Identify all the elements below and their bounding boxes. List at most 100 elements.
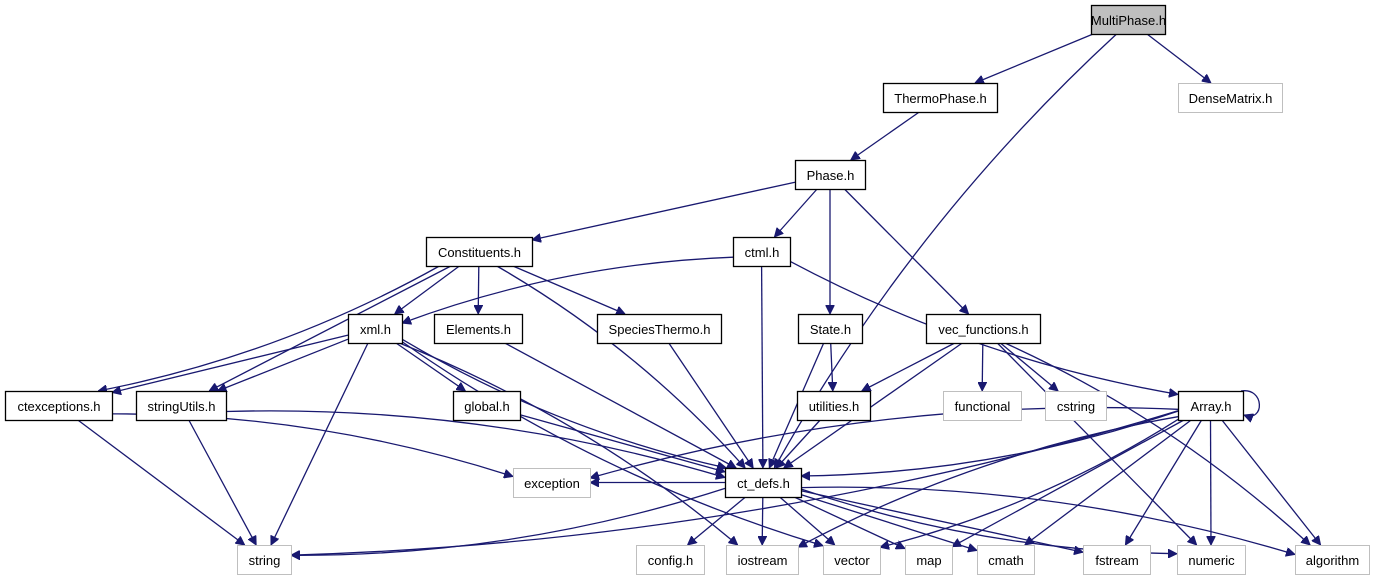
edge-stringUtils-to-ct_defs	[225, 410, 725, 478]
node-label: cmath	[988, 553, 1023, 568]
node-box	[596, 313, 723, 345]
node-label: ctml.h	[745, 245, 780, 260]
node-label: ThermoPhase.h	[894, 91, 987, 106]
node-stringutils[interactable]: stringUtils.h	[135, 390, 228, 422]
edge-Phase-to-ctml	[774, 188, 818, 237]
node-state[interactable]: State.h	[797, 313, 864, 345]
node-box	[977, 545, 1035, 575]
node-multiphase[interactable]: MultiPhase.h	[1090, 4, 1167, 36]
edge-Phase-to-Constituents	[532, 181, 796, 240]
edge-Array-to-Array	[1240, 390, 1261, 416]
node-box	[724, 467, 803, 499]
edge-Constituents-to-ct_defs	[496, 265, 745, 468]
edge-ct_defs-to-iostream	[762, 496, 763, 545]
node-cmath: cmath	[977, 545, 1035, 575]
node-cstring: cstring	[1045, 391, 1107, 421]
node-box	[513, 468, 591, 498]
node-box	[823, 545, 881, 575]
node-box	[237, 545, 292, 575]
node-label: global.h	[464, 399, 510, 414]
node-ctexceptions[interactable]: ctexceptions.h	[4, 390, 114, 422]
node-constituents[interactable]: Constituents.h	[425, 236, 534, 268]
edge-State-to-ct_defs	[769, 342, 825, 468]
node-box	[796, 390, 872, 422]
node-label: ctexceptions.h	[17, 399, 100, 414]
node-label: stringUtils.h	[148, 399, 216, 414]
edge-SpeciesThermo-to-ct_defs	[668, 342, 753, 468]
node-iostream: iostream	[726, 545, 799, 575]
node-string: string	[237, 545, 292, 575]
node-label: SpeciesThermo.h	[609, 322, 711, 337]
edge-Elements-to-ct_defs	[504, 342, 736, 469]
edge-vec_functions-to-cstring	[999, 342, 1058, 391]
node-box	[925, 313, 1042, 345]
edge-vec_functions-to-functional	[982, 342, 983, 391]
edge-MultiPhase-to-DenseMatrix	[1146, 33, 1211, 83]
node-utilities[interactable]: utilities.h	[796, 390, 872, 422]
node-thermophase[interactable]: ThermoPhase.h	[882, 82, 999, 114]
node-array[interactable]: Array.h	[1177, 390, 1245, 422]
edge-ctexceptions-to-exception	[111, 413, 513, 477]
edge-xml-to-ct_defs	[401, 338, 727, 468]
node-box	[726, 545, 799, 575]
edge-ctml-to-xml	[402, 256, 734, 323]
node-label: utilities.h	[809, 399, 860, 414]
node-label: algorithm	[1306, 553, 1359, 568]
edge-Array-to-fstream	[1124, 419, 1203, 545]
edge-ct_defs-to-string	[291, 487, 726, 555]
edge-Array-to-cmath	[1025, 419, 1192, 545]
node-vec-functions[interactable]: vec_functions.h	[925, 313, 1042, 345]
node-numeric: numeric	[1177, 545, 1246, 575]
edge-vec_functions-to-numeric	[996, 342, 1196, 545]
node-label: config.h	[648, 553, 694, 568]
node-ct-defs[interactable]: ct_defs.h	[724, 467, 803, 499]
edge-Array-to-string	[291, 410, 1179, 555]
node-functional: functional	[943, 391, 1022, 421]
node-config: config.h	[636, 545, 705, 575]
node-global[interactable]: global.h	[452, 390, 522, 422]
node-exception: exception	[513, 468, 591, 498]
edge-Constituents-to-SpeciesThermo	[512, 265, 625, 314]
edge-global-to-ct_defs	[519, 414, 725, 472]
edge-Array-to-vector	[880, 418, 1179, 547]
node-label: vector	[834, 553, 870, 568]
node-label: fstream	[1095, 553, 1138, 568]
node-speciesthermo[interactable]: SpeciesThermo.h	[596, 313, 723, 345]
node-box	[1083, 545, 1151, 575]
edge-ct_defs-to-numeric	[800, 488, 1177, 554]
node-box	[425, 236, 534, 268]
edge-ThermoPhase-to-Phase	[851, 111, 920, 160]
node-ctml[interactable]: ctml.h	[732, 236, 792, 268]
node-label: numeric	[1188, 553, 1235, 568]
edge-ct_defs-to-fstream	[800, 490, 1083, 552]
node-box	[347, 313, 404, 345]
edge-Array-to-numeric	[1211, 419, 1212, 545]
node-label: Phase.h	[807, 168, 855, 183]
node-label: string	[249, 553, 281, 568]
node-xml[interactable]: xml.h	[347, 313, 404, 345]
node-box	[1045, 391, 1107, 421]
node-box	[135, 390, 228, 422]
edge-xml-to-stringUtils	[218, 338, 349, 391]
edge-Constituents-to-Elements	[478, 265, 479, 314]
node-vector: vector	[823, 545, 881, 575]
node-box	[4, 390, 114, 422]
node-densematrix: DenseMatrix.h	[1178, 83, 1283, 113]
edge-ct_defs-to-vector	[779, 496, 835, 545]
edge-Array-to-iostream	[798, 416, 1179, 548]
node-box	[882, 82, 999, 114]
node-map: map	[905, 545, 953, 575]
edge-xml-to-global	[395, 342, 466, 391]
edges	[77, 33, 1321, 555]
edge-Constituents-to-ctexceptions	[98, 265, 440, 391]
node-phase[interactable]: Phase.h	[794, 159, 867, 191]
node-label: Elements.h	[446, 322, 511, 337]
node-elements[interactable]: Elements.h	[433, 313, 524, 345]
node-box	[794, 159, 867, 191]
node-label: map	[916, 553, 941, 568]
edge-stringUtils-to-string	[188, 419, 257, 545]
edge-vec_functions-to-ct_defs	[784, 342, 963, 468]
node-fstream: fstream	[1083, 545, 1151, 575]
